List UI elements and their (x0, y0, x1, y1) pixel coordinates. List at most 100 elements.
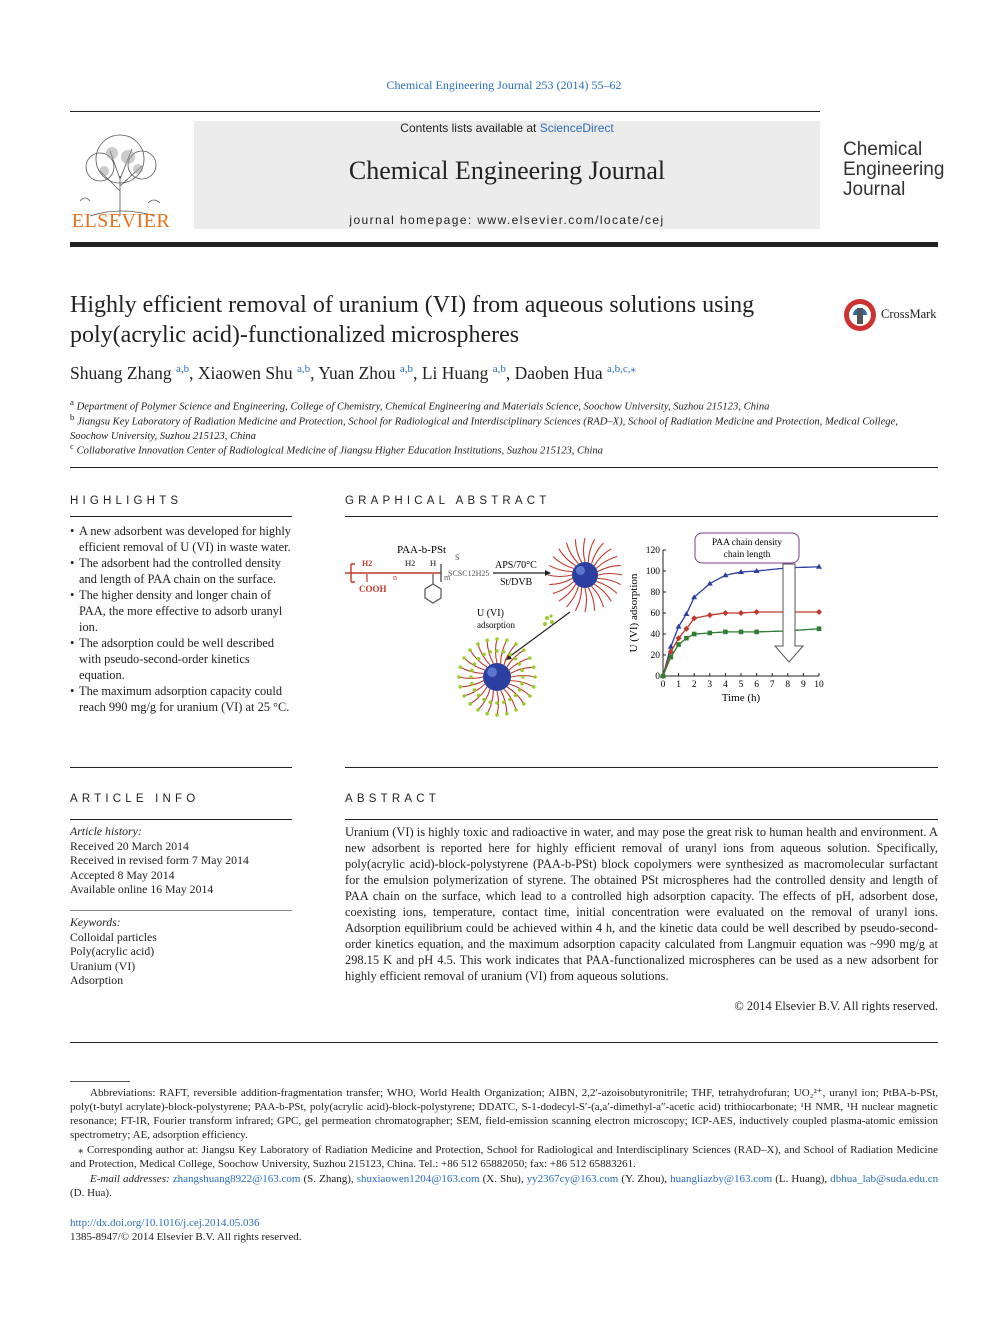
conditions-bottom: St/DVB (500, 577, 533, 588)
paa-chain (593, 548, 612, 567)
uranyl-dot (470, 668, 474, 673)
uranyl-dot (514, 708, 518, 712)
uranyl-dot (501, 650, 506, 654)
data-point (684, 635, 689, 641)
uranyl-dot (501, 700, 506, 704)
x-tick-label: 7 (770, 680, 775, 690)
uranyl-dot (520, 668, 524, 673)
author-affil-marks[interactable]: a,b,c,⁎ (607, 363, 637, 375)
data-point (753, 608, 760, 615)
annotation-line: chain length (724, 550, 771, 560)
uranyl-dot (508, 697, 512, 702)
paa-chain (582, 537, 586, 563)
article-history: Article history: Received 20 March 2014 … (70, 824, 292, 897)
data-point (668, 654, 674, 660)
uranyl-dot (476, 656, 481, 661)
sciencedirect-link[interactable]: ScienceDirect (539, 121, 614, 135)
m-label: m (444, 573, 451, 582)
microsphere-core (483, 663, 511, 691)
data-point (691, 615, 698, 622)
abstract-copyright: © 2014 Elsevier B.V. All rights reserved… (734, 999, 938, 1013)
email-link[interactable]: shuxiaowen1204@163.com (356, 1173, 480, 1185)
annotation-line: PAA chain density (712, 538, 783, 548)
author-name: Shuang Zhang (70, 362, 172, 383)
x-tick-label: 5 (739, 680, 744, 690)
keywords: Keywords: Colloidal particles Poly(acryl… (70, 915, 292, 988)
author-name: Yuan Zhou (318, 362, 396, 383)
crossmark-badge[interactable]: CrossMark (843, 298, 943, 332)
paa-chain (590, 542, 604, 564)
journal-cover-logo: Chemical Engineering Journal (843, 140, 953, 200)
paa-chain (597, 577, 622, 586)
uranyl-dot (520, 681, 524, 686)
header-top-rule (70, 111, 820, 112)
highlights-bottom-rule (70, 767, 292, 768)
author-affil-marks[interactable]: a,b (175, 363, 190, 375)
microsphere-loaded (457, 637, 537, 717)
y-tick-label: 100 (646, 567, 661, 577)
data-point (683, 625, 690, 632)
y-tick-label: 0 (655, 672, 660, 682)
uranyl-dot (495, 713, 499, 717)
author-affil-marks[interactable]: a,b (399, 363, 414, 375)
y-axis-label: U (VI) adsorption (628, 573, 640, 652)
affiliation-mark: c (70, 441, 74, 451)
x-tick-label: 1 (676, 680, 681, 690)
doi-link[interactable]: http://dx.doi.org/10.1016/j.cej.2014.05.… (70, 1217, 260, 1229)
data-point (816, 563, 822, 569)
author-name: Xiaowen Shu (197, 362, 293, 383)
uranyl-dot (533, 675, 537, 679)
footnote-rule (70, 1081, 130, 1082)
graphical-abstract-figure[interactable]: PAA-b-PSt H2 H2 H n m COOH S SCSC12H25 A… (345, 530, 938, 765)
paa-chain (593, 583, 612, 602)
conditions-top: APS/70°C (495, 560, 537, 571)
uranyl-dot (470, 681, 474, 686)
paa-chain (552, 556, 574, 570)
abbreviations-footnote: Abbreviations: RAFT, reversible addition… (70, 1087, 938, 1141)
keyword: Colloidal particles (70, 929, 157, 944)
author-affil-marks[interactable]: a,b (492, 363, 506, 375)
journal-title: Chemical Engineering Journal (348, 156, 666, 185)
paa-chain (549, 577, 573, 586)
paa-chain (597, 564, 621, 573)
uranyl-dot (472, 662, 477, 666)
email-link[interactable]: dbhua_lab@suda.edu.cn (830, 1173, 939, 1185)
email-link[interactable]: huangliazby@163.com (670, 1173, 773, 1185)
uranyl-dot (458, 685, 463, 689)
email-owner: (S. Zhang), (303, 1173, 354, 1185)
paa-chain (591, 585, 605, 608)
paa-chain (548, 564, 573, 573)
y-tick-label: 120 (646, 546, 661, 556)
reaction-arrowhead (545, 570, 551, 576)
header-bottom-rule (70, 242, 938, 247)
h2-label: H2 (362, 559, 372, 568)
data-point (707, 630, 713, 636)
y-tick-label: 20 (651, 651, 661, 661)
uranyl-dot (508, 652, 512, 657)
data-point (706, 580, 713, 586)
data-point (691, 594, 698, 600)
contents-prefix: Contents lists available at (400, 121, 540, 135)
author-affil-marks[interactable]: a,b (297, 363, 311, 375)
uranyl-dot (495, 637, 499, 641)
uranyl-dot (522, 702, 526, 706)
adsorption-label: adsorption (477, 620, 515, 630)
uranyl-dot (505, 711, 509, 716)
series-line (662, 611, 819, 677)
affiliation-text: Department of Polymer Science and Engine… (76, 401, 770, 413)
uranyl-dot (517, 662, 522, 666)
uranyl-dot (488, 700, 493, 704)
email-link[interactable]: zhangshuang8922@163.com (172, 1173, 301, 1185)
x-tick-label: 10 (814, 680, 824, 690)
end-group-label: SCSC12H25 (448, 569, 489, 578)
journal-citation[interactable]: Chemical Engineering Journal 253 (2014) … (386, 78, 622, 92)
graphical-abstract-rule (345, 516, 938, 517)
data-point (753, 568, 760, 573)
paa-chain (558, 583, 577, 602)
paa-chain (574, 587, 583, 612)
keywords-label: Keywords: (70, 915, 121, 929)
issn-line: 1385-8947/© 2014 Elsevier B.V. All right… (70, 1231, 302, 1243)
history-item: Available online 16 May 2014 (70, 882, 214, 896)
journal-homepage[interactable]: journal homepage: www.elsevier.com/locat… (349, 213, 665, 227)
email-link[interactable]: yy2367cy@163.com (526, 1173, 619, 1185)
